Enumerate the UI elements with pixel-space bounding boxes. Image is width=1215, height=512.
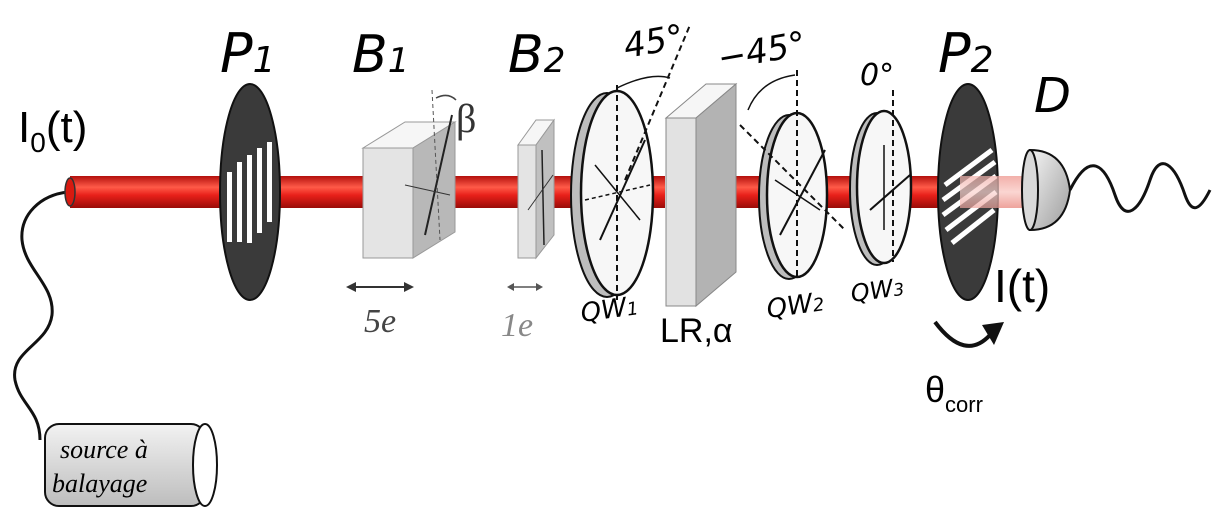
rotator-label: LR,α: [660, 312, 733, 350]
waveplate-qw1-angle: 45°: [621, 17, 687, 67]
birefringent-plate-b2: [517, 118, 555, 260]
plate-b2-label: B2: [508, 25, 565, 85]
beam-through-p2: [960, 176, 1015, 208]
thickness-arrow-1e: [507, 283, 543, 291]
polarizer-p2-label: P2: [938, 22, 993, 85]
waveplate-qw2-label: QW2: [765, 287, 826, 325]
detector-label: D: [1034, 68, 1071, 124]
laser-tip: [64, 177, 76, 207]
polarizer-p1: [219, 83, 281, 301]
rotation-arrow: [933, 320, 1004, 348]
optical-fiber: [13, 190, 69, 441]
source-intensity-label: I0(t): [18, 103, 87, 158]
source-box-line1: source à: [60, 435, 148, 464]
polarizer-p1-label: P1: [220, 22, 275, 85]
plate-b2-thickness: 1e: [501, 307, 533, 344]
crystal-b1-label: B1: [352, 25, 409, 85]
crystal-angle-label: β: [456, 96, 476, 141]
detector-signal-wire: [1068, 162, 1212, 213]
quarter-wave-plate-qw3: [849, 90, 913, 266]
crystal-b1-thickness: 5e: [364, 303, 396, 340]
waveplate-qw2-angle: −45°: [715, 24, 809, 79]
source-box-line2: balayage: [52, 469, 147, 498]
waveplate-qw3-angle: 0°: [860, 58, 894, 93]
scanning-source-box: [44, 423, 218, 507]
quarter-wave-plate-qw1: [570, 24, 691, 300]
linear-rotator-lr: [664, 82, 738, 308]
waveplate-qw3-label: QW3: [849, 273, 906, 308]
output-intensity-label: I(t): [994, 260, 1050, 312]
rotation-correction-label: θcorr: [925, 369, 983, 417]
waveplate-qw1-label: QW1: [579, 291, 640, 329]
thickness-arrow-5e: [346, 282, 414, 292]
birefringent-crystal-b1: [361, 89, 457, 259]
quarter-wave-plate-qw2: [739, 70, 846, 280]
detector-d: [1021, 148, 1072, 232]
